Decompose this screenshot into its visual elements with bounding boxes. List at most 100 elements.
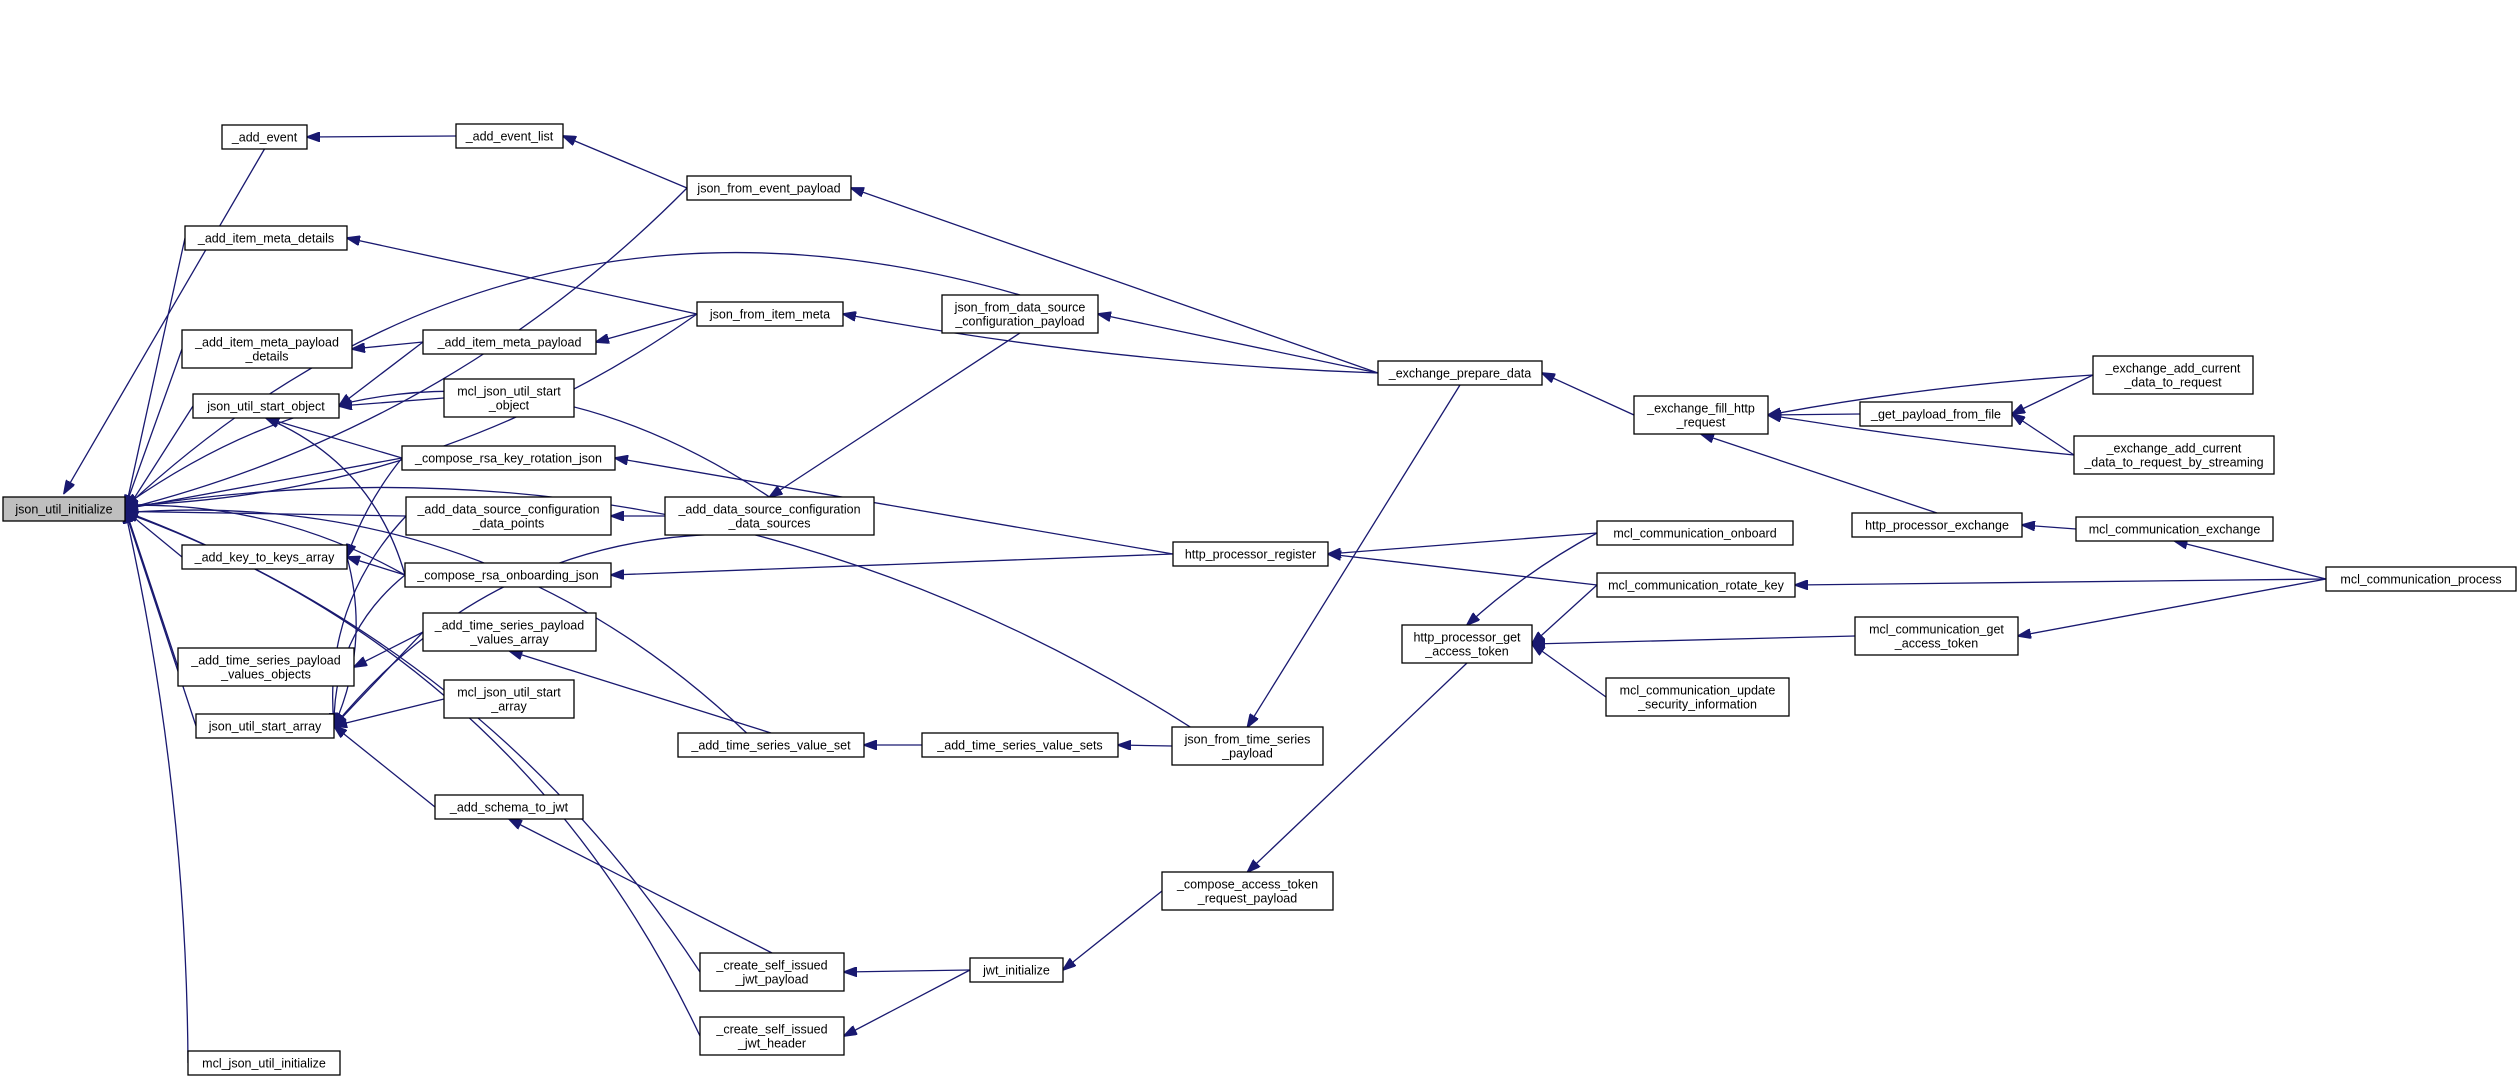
function-node-json-util-start-object[interactable]: json_util_start_object <box>192 393 340 419</box>
function-node-mcl-communication-process[interactable]: mcl_communication_process <box>2325 566 2517 592</box>
node-layer: json_util_initialize _add_event _add_event… <box>2 123 2517 1076</box>
call-edge <box>1328 554 1598 586</box>
function-node-add-schema-to-jwt[interactable]: _add_schema_to_jwt <box>434 794 584 820</box>
function-node-get-payload-from-file[interactable]: _get_payload_from_file <box>1859 401 2013 427</box>
function-node-exchange-add-current-data-to-request-by-streaming[interactable]: _exchange_add_current_data_to_request_by… <box>2073 435 2275 475</box>
function-node-exchange-add-current-data-to-request[interactable]: _exchange_add_current_data_to_request <box>2092 355 2254 395</box>
function-node-http-processor-register[interactable]: http_processor_register <box>1172 541 1329 567</box>
function-node-add-item-meta-details[interactable]: _add_item_meta_details <box>184 225 348 251</box>
function-node-add-event-list[interactable]: _add_event_list <box>455 123 564 149</box>
node-label: _details <box>244 350 288 364</box>
call-edge <box>851 188 1379 374</box>
function-node-add-time-series-value-set[interactable]: _add_time_series_value_set <box>677 732 865 758</box>
call-edge <box>510 651 772 734</box>
node-label: _add_schema_to_jwt <box>449 801 569 815</box>
function-node-mcl-json-util-initialize[interactable]: mcl_json_util_initialize <box>187 1050 341 1076</box>
call-edge <box>334 574 406 726</box>
function-node-add-time-series-value-sets[interactable]: _add_time_series_value_sets <box>921 732 1119 758</box>
node-label: _add_data_source_configuration <box>416 503 599 517</box>
node-box <box>2075 516 2274 542</box>
call-edge <box>1532 635 1856 644</box>
node-box <box>1859 401 2013 427</box>
function-node-compose-rsa-onboarding-json[interactable]: _compose_rsa_onboarding_json <box>404 562 612 588</box>
function-node-mcl-json-util-start-object[interactable]: mcl_json_util_start_object <box>443 378 575 418</box>
node-label: _exchange_prepare_data <box>1388 367 1532 381</box>
call-edge <box>334 698 445 726</box>
function-node-mcl-json-util-start-array[interactable]: mcl_json_util_start_array <box>443 679 575 719</box>
node-box <box>1596 572 1796 598</box>
node-label: _jwt_header <box>737 1037 806 1051</box>
call-edge <box>1248 384 1461 727</box>
function-node-add-item-meta-payload[interactable]: _add_item_meta_payload <box>422 329 597 355</box>
node-box <box>443 378 575 418</box>
function-node-mcl-communication-update-security-information[interactable]: mcl_communication_update_security_inform… <box>1605 677 1790 717</box>
function-node-add-key-to-keys-array[interactable]: _add_key_to_keys_array <box>181 544 348 570</box>
function-node-json-util-initialize[interactable]: json_util_initialize <box>2 496 126 522</box>
call-edge <box>1063 890 1163 970</box>
function-node-http-processor-exchange[interactable]: http_processor_exchange <box>1851 512 2023 538</box>
node-label: _configuration_payload <box>954 315 1084 329</box>
function-node-add-data-source-configuration-data-sources[interactable]: _add_data_source_configuration_data_sour… <box>664 496 875 536</box>
call-edge <box>125 405 194 513</box>
node-label: _security_information <box>1637 698 1757 712</box>
function-node-compose-rsa-key-rotation-json[interactable]: _compose_rsa_key_rotation_json <box>401 445 616 471</box>
function-node-jwt-initialize[interactable]: jwt_initialize <box>969 957 1064 983</box>
node-box <box>677 732 865 758</box>
node-label: mcl_communication_update <box>1620 684 1776 698</box>
function-node-http-processor-get-access-token[interactable]: http_processor_get_access_token <box>1401 624 1533 664</box>
function-node-mcl-communication-exchange[interactable]: mcl_communication_exchange <box>2075 516 2274 542</box>
node-box <box>184 225 348 251</box>
call-edge <box>2022 525 2077 529</box>
function-node-add-event[interactable]: _add_event <box>221 124 308 150</box>
function-node-exchange-prepare-data[interactable]: _exchange_prepare_data <box>1377 360 1543 386</box>
function-node-json-from-data-source-configuration-payload[interactable]: json_from_data_source_configuration_payl… <box>941 294 1099 334</box>
function-node-mcl-communication-rotate-key[interactable]: mcl_communication_rotate_key <box>1596 572 1796 598</box>
call-edge <box>334 556 357 726</box>
call-edge <box>844 970 971 972</box>
node-label: _exchange_add_current <box>2105 362 2241 376</box>
call-edge <box>2012 414 2075 456</box>
function-node-create-self-issued-jwt-payload[interactable]: _create_self_issued_jwt_payload <box>699 952 845 992</box>
function-node-json-from-event-payload[interactable]: json_from_event_payload <box>686 175 852 201</box>
node-label: http_processor_register <box>1185 548 1316 562</box>
function-node-json-util-start-array[interactable]: json_util_start_array <box>195 713 335 739</box>
function-node-compose-access-token-request-payload[interactable]: _compose_access_token_request_payload <box>1161 871 1334 911</box>
node-box <box>1596 520 1794 546</box>
node-label: _values_array <box>469 633 549 647</box>
node-box <box>921 732 1119 758</box>
call-edge <box>125 511 407 517</box>
node-box <box>2073 435 2275 475</box>
node-label: http_processor_get <box>1413 631 1521 645</box>
node-box <box>1851 512 2023 538</box>
call-edge <box>347 238 698 315</box>
function-node-mcl-communication-onboard[interactable]: mcl_communication_onboard <box>1596 520 1794 546</box>
call-edge <box>1467 532 1598 625</box>
node-label: mcl_communication_exchange <box>2089 523 2261 537</box>
call-edge <box>339 397 445 406</box>
call-edge <box>1768 415 2075 456</box>
function-node-create-self-issued-jwt-header[interactable]: _create_self_issued_jwt_header <box>699 1016 845 1056</box>
node-box <box>2092 355 2254 395</box>
call-edge <box>334 726 436 808</box>
node-label: _data_sources <box>727 517 810 531</box>
node-box <box>1171 726 1324 766</box>
node-label: _access_token <box>1894 637 1978 651</box>
function-node-json-from-item-meta[interactable]: json_from_item_meta <box>696 301 844 327</box>
function-node-add-item-meta-payload-details[interactable]: _add_item_meta_payload_details <box>181 329 353 369</box>
node-box <box>2325 566 2517 592</box>
function-node-add-data-source-configuration-data-points[interactable]: _add_data_source_configuration_data_poin… <box>405 496 612 536</box>
node-label: _exchange_add_current <box>2106 442 2242 456</box>
function-node-exchange-fill-http-request[interactable]: _exchange_fill_http_request <box>1633 395 1769 435</box>
function-node-add-time-series-payload-values-objects[interactable]: _add_time_series_payload_values_objects <box>177 647 355 687</box>
node-label: _values_objects <box>220 668 311 682</box>
function-node-mcl-communication-get-access-token[interactable]: mcl_communication_get_access_token <box>1854 616 2019 656</box>
call-edge <box>352 341 424 349</box>
node-label: _request <box>1676 416 1726 430</box>
node-box <box>699 1016 845 1056</box>
call-edge <box>1328 532 1598 554</box>
call-edge <box>1098 314 1379 374</box>
node-label: _exchange_fill_http <box>1646 402 1755 416</box>
function-node-json-from-time-series-payload[interactable]: json_from_time_series_payload <box>1171 726 1324 766</box>
call-edge <box>770 332 1021 497</box>
function-node-add-time-series-payload-values-array[interactable]: _add_time_series_payload_values_array <box>422 612 597 652</box>
